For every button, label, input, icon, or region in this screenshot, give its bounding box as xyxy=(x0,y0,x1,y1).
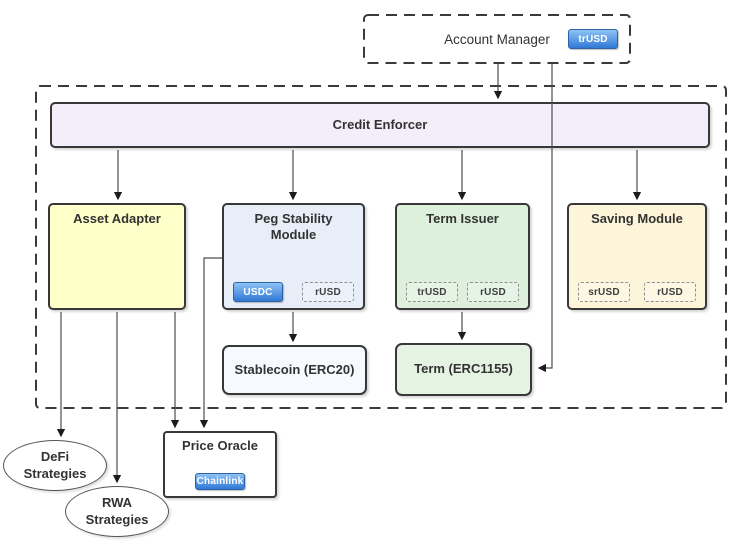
saving-module-badges: srUSD rUSD xyxy=(578,282,696,302)
asset-adapter-label: Asset Adapter xyxy=(73,211,161,226)
peg-stability-badges: USDC rUSD xyxy=(233,282,354,302)
term-erc1155-node: Term (ERC1155) xyxy=(395,343,532,396)
saving-module-node: Saving Module srUSD rUSD xyxy=(567,203,707,310)
price-oracle-node: Price Oracle Chainlink xyxy=(163,431,277,498)
saving-module-label: Saving Module xyxy=(591,211,683,226)
term-issuer-node: Term Issuer trUSD rUSD xyxy=(395,203,530,310)
chainlink-badge: Chainlink xyxy=(195,473,245,490)
rusd-token-badge: rUSD xyxy=(302,282,354,302)
price-oracle-label: Price Oracle xyxy=(182,438,258,453)
term-erc1155-label: Term (ERC1155) xyxy=(414,361,513,377)
peg-stability-module-label: Peg Stability Module xyxy=(254,211,333,243)
edge-peg-stability-to-price-oracle xyxy=(199,257,222,429)
trusd-token-badge: trUSD xyxy=(568,29,618,49)
defi-strategies-node: DeFi Strategies xyxy=(3,440,107,491)
stablecoin-erc20-node: Stablecoin (ERC20) xyxy=(222,345,367,395)
account-manager-node: Account Manager trUSD xyxy=(363,14,631,64)
term-issuer-badges: trUSD rUSD xyxy=(406,282,519,302)
credit-enforcer-node: Credit Enforcer xyxy=(50,102,710,148)
asset-adapter-node: Asset Adapter xyxy=(48,203,186,310)
account-manager-label: Account Manager xyxy=(444,31,550,47)
rwa-strategies-node: RWA Strategies xyxy=(65,486,169,537)
stablecoin-erc20-label: Stablecoin (ERC20) xyxy=(234,361,355,377)
trusd-token-badge: trUSD xyxy=(406,282,458,302)
credit-enforcer-label: Credit Enforcer xyxy=(332,116,428,132)
term-issuer-label: Term Issuer xyxy=(426,211,499,226)
rusd-token-badge: rUSD xyxy=(467,282,519,302)
rusd-token-badge: rUSD xyxy=(644,282,696,302)
rwa-strategies-label: RWA Strategies xyxy=(85,495,149,527)
usdc-token-badge: USDC xyxy=(233,282,283,302)
defi-strategies-label: DeFi Strategies xyxy=(23,449,87,481)
peg-stability-module-node: Peg Stability Module USDC rUSD xyxy=(222,203,365,310)
srusd-token-badge: srUSD xyxy=(578,282,630,302)
